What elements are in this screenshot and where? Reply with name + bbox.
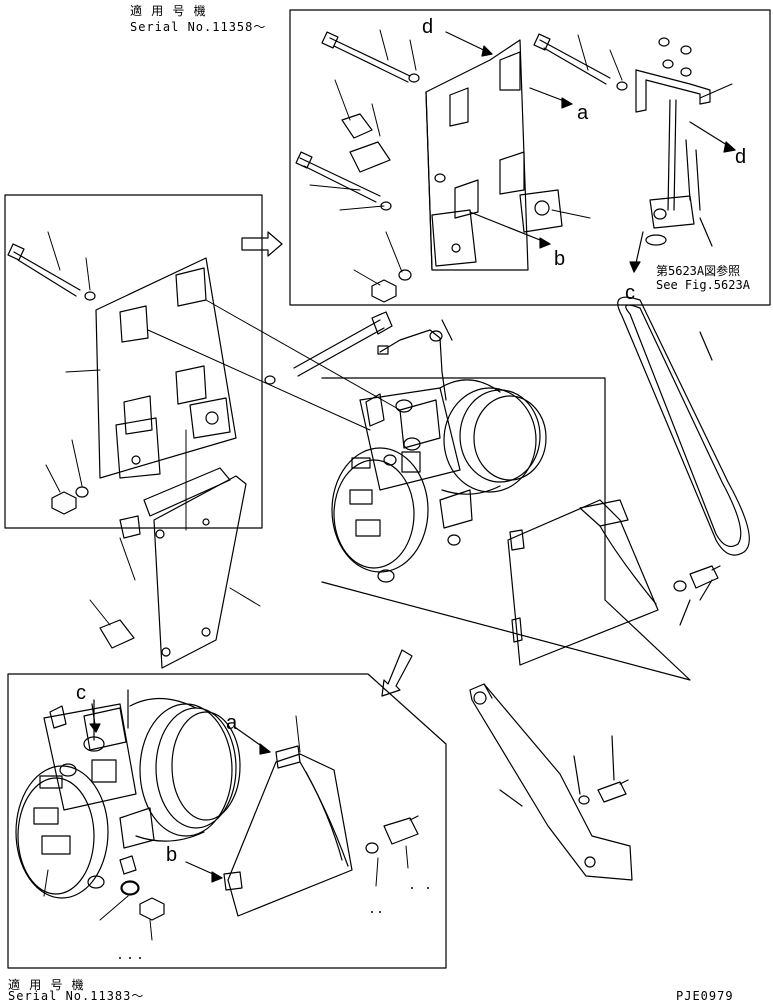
callout-b-bottom: b — [166, 844, 178, 866]
callout-a-bottom: a — [226, 712, 238, 734]
callout-a-top: a — [577, 102, 589, 124]
lower-right-bolt — [499, 735, 629, 807]
bottom-compressor — [15, 689, 241, 899]
header-top-line1: 適 用 号 機 — [130, 4, 207, 18]
top-inset-bracket — [425, 39, 563, 271]
bottom-inset-leaders — [43, 715, 409, 941]
bottom-mount-bracket — [223, 745, 353, 917]
top-inset-bolts — [295, 31, 628, 303]
drive-belt — [617, 296, 750, 556]
main-mount-bracket — [507, 499, 659, 666]
long-bolt-center — [264, 311, 393, 385]
callout-d-right: d — [735, 146, 747, 168]
lower-left-leaders — [89, 537, 261, 626]
left-inset-bolts — [7, 243, 96, 515]
callout-b-top: b — [554, 248, 566, 270]
left-inset-frame — [4, 194, 263, 529]
callout-d-top: d — [422, 16, 434, 38]
drawing-code: PJE0979 — [676, 989, 734, 1003]
callout-c-top: c — [625, 282, 635, 304]
bottom-inset-frame — [7, 673, 447, 969]
left-inset-bracket — [95, 257, 237, 479]
transfer-arrow-right — [241, 231, 283, 257]
callout-c-bottom: c — [76, 682, 86, 704]
top-inset-connector — [645, 99, 701, 246]
main-compressor — [331, 379, 547, 583]
left-inset-leaders — [45, 231, 101, 493]
top-inset-leaders — [309, 29, 733, 286]
top-inset-frame — [289, 9, 771, 306]
lower-right-arm — [469, 683, 633, 881]
right-mid-bolt — [673, 565, 721, 626]
transfer-arrow-down — [381, 649, 413, 697]
header-bottom-line2: Serial No.11383～ — [8, 989, 145, 1003]
bottom-bolts — [120, 815, 419, 921]
header-bottom-line1: 適 用 号 機 — [8, 978, 85, 992]
stray-marks — [119, 887, 429, 959]
main-compressor-frame — [321, 377, 691, 681]
reference-note-jp: 第5623A図参照 — [656, 264, 741, 278]
top-inset-clip — [635, 37, 711, 113]
header-top-line2: Serial No.11358～ — [130, 20, 267, 34]
top-inset-arrows — [445, 31, 736, 273]
reference-note-en: See Fig.5623A — [656, 278, 750, 292]
center-link-lines — [147, 299, 401, 531]
lower-left-plate — [99, 467, 247, 669]
wire-harness — [377, 319, 453, 401]
bottom-inset-arrows — [89, 703, 271, 883]
